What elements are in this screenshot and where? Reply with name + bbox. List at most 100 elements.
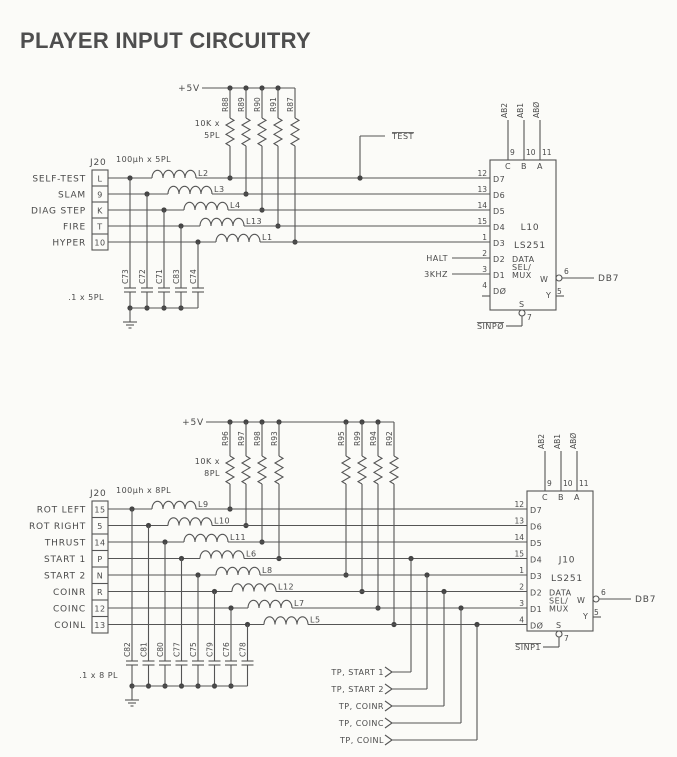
supply-label: +5V <box>182 418 204 428</box>
capacitor-label: C83 <box>172 269 181 284</box>
resistor-r88 <box>224 117 236 147</box>
inductor-label: L3 <box>214 185 225 194</box>
resistor-label: R95 <box>337 431 346 446</box>
resistor-note: 10K x <box>195 457 220 466</box>
capacitor-label: C73 <box>121 269 130 284</box>
test-point-label: TP, COINR <box>338 702 384 711</box>
w-pin-label: W <box>540 275 548 284</box>
test-point-arrow-icon <box>384 700 393 712</box>
capacitor-c71 <box>158 287 170 293</box>
capacitor-label: C72 <box>138 269 147 284</box>
chip-description: DATA <box>549 589 572 598</box>
resistor-label: R94 <box>369 431 378 446</box>
connector-pin: K <box>97 207 103 216</box>
test-signal-label: TEST <box>391 132 414 141</box>
connector-pin: R <box>97 588 103 597</box>
mux-input-label: D4 <box>493 223 505 232</box>
capacitor-c77 <box>175 660 188 666</box>
input-signal-label: THRUST <box>44 539 86 549</box>
capacitor-c73 <box>124 287 136 293</box>
connector-pin: N <box>97 572 103 581</box>
input-signal-label: START 2 <box>44 572 86 582</box>
inductor-note: 100µh x 5PL <box>116 155 171 164</box>
mux-pin-number: 2 <box>482 249 487 258</box>
capacitor-c76 <box>225 660 237 666</box>
capacitor-c82 <box>126 660 138 666</box>
chip-ref: L10 <box>521 223 540 233</box>
capacitor-c75 <box>192 660 204 666</box>
capacitor-label: C79 <box>206 642 215 657</box>
input-signal-label: ROT RIGHT <box>29 522 86 532</box>
mux-pin-number: 4 <box>519 616 524 625</box>
mux-pin-number: 13 <box>514 517 524 526</box>
select-pin-number: 9 <box>510 148 515 157</box>
mux-input-label: DØ <box>530 621 543 631</box>
mux-pin-number: 13 <box>477 185 487 194</box>
inductor-l7 <box>247 599 293 609</box>
capacitor-label: C77 <box>173 642 182 657</box>
capacitor-c81 <box>142 660 155 666</box>
connector-pin: P <box>97 555 102 564</box>
strobe-pin-number: 7 <box>564 634 569 643</box>
mux-input-label: D2 <box>493 255 505 264</box>
mux-input-label: D7 <box>493 175 505 184</box>
resistor-label: R93 <box>270 431 279 446</box>
capacitor-note: .1 x 5PL <box>68 293 104 302</box>
mux-input-label: D6 <box>493 191 505 200</box>
input-signal-label: HYPER <box>52 239 86 249</box>
inductor-l3 <box>167 185 213 195</box>
input-signal-label: DIAG STEP <box>31 207 86 217</box>
inductor-label: L8 <box>262 566 273 575</box>
inductor-l4 <box>183 201 229 211</box>
resistor-r87 <box>289 117 301 147</box>
inductor-label: L13 <box>246 217 262 226</box>
w-pin-number: 6 <box>601 588 606 597</box>
inductor-l13 <box>199 217 245 227</box>
input-signal-label: COINC <box>53 605 86 615</box>
select-pin-number: 11 <box>579 479 589 488</box>
junction-dot <box>357 175 363 181</box>
mux-input-label: D5 <box>530 539 542 548</box>
select-pin-label: C <box>505 162 511 171</box>
connector-pin: 10 <box>94 239 105 248</box>
resistor-r91 <box>272 117 284 147</box>
capacitor-c74 <box>192 287 204 293</box>
mux-pin-number: 14 <box>514 533 524 542</box>
connector-label: J20 <box>89 489 107 499</box>
inductor-label: L4 <box>230 201 241 210</box>
inductor-l5 <box>263 616 309 625</box>
inductor-label: L12 <box>278 583 294 592</box>
capacitor-label: C82 <box>123 642 132 657</box>
chip-ref: J10 <box>558 556 576 566</box>
capacitor-note: .1 x 8 PL <box>79 671 118 680</box>
resistor-label: R92 <box>385 431 394 446</box>
inductor-l6 <box>199 550 245 559</box>
connector-pin: 9 <box>97 191 103 200</box>
mux-pin-number: 4 <box>482 281 487 290</box>
connector-pin: 12 <box>94 605 105 614</box>
extra-input-label: 3KHZ <box>424 270 448 279</box>
mux-pin-number: 3 <box>519 599 524 608</box>
resistor-note: 5PL <box>204 131 220 140</box>
resistor-label: R98 <box>253 431 262 446</box>
inductor-l2 <box>151 169 197 179</box>
mux-input-label: D1 <box>530 605 542 614</box>
capacitor-label: C81 <box>140 642 149 657</box>
capacitor-c79 <box>208 660 221 666</box>
resistor-label: R89 <box>237 97 246 112</box>
resistor-label: R97 <box>237 431 246 446</box>
chip-description: MUX <box>512 271 532 280</box>
select-signal-label: AB2 <box>500 103 509 118</box>
capacitor-c78 <box>241 660 254 666</box>
output-signal-label: DB7 <box>598 274 619 284</box>
inductor-l12 <box>231 583 277 592</box>
inductor-label: L1 <box>262 233 273 242</box>
strobe-pin-number: 7 <box>527 313 532 322</box>
ground-icon <box>123 321 137 329</box>
connector-pin: T <box>96 223 102 232</box>
inductor-l11 <box>183 533 229 543</box>
capacitor-label: C75 <box>189 642 198 657</box>
inverter-bubble <box>592 595 600 603</box>
connector-pin: 14 <box>94 539 105 548</box>
